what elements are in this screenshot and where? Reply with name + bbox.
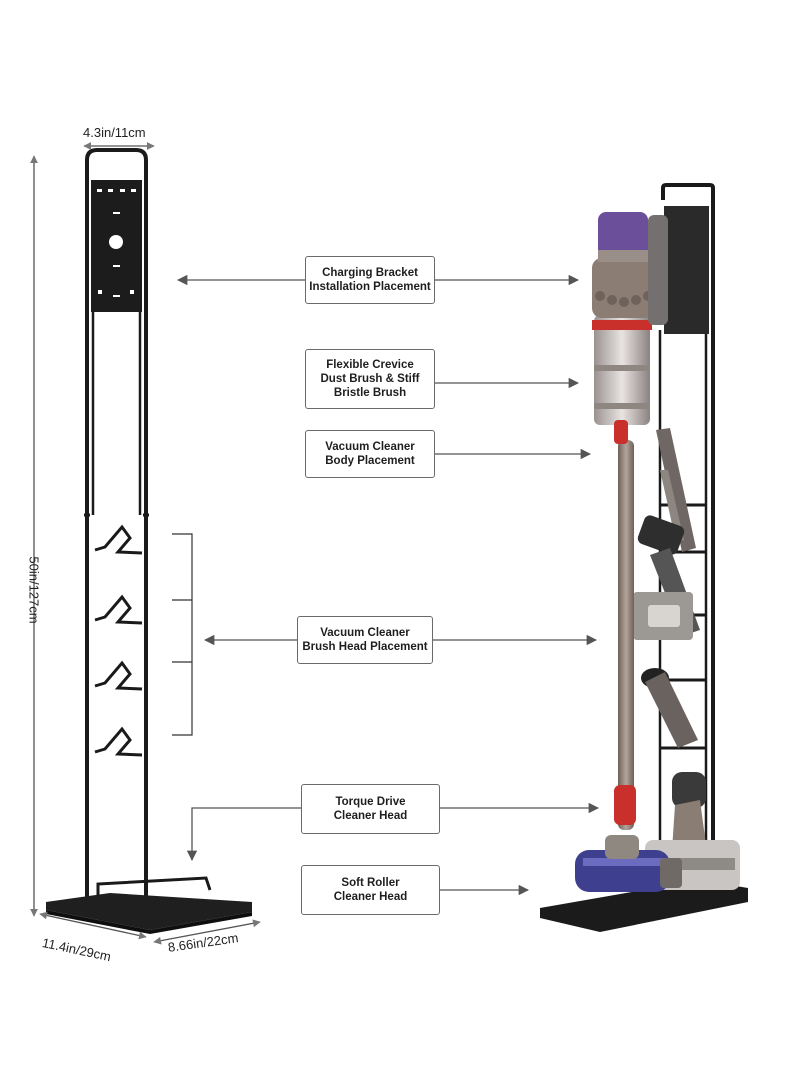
crevice-brush-label: Flexible Crevice Dust Brush & Stiff Bris… xyxy=(305,349,435,409)
loaded-stand xyxy=(540,183,748,932)
soft-roller-line2: Cleaner Head xyxy=(333,891,408,903)
charging-line1: Charging Bracket xyxy=(322,267,418,279)
dimension-lines xyxy=(30,142,261,945)
brush-hooks xyxy=(94,524,143,757)
body-line2: Body Placement xyxy=(325,455,415,467)
brush-head-line2: Brush Head Placement xyxy=(302,641,428,653)
brush-head-label: Vacuum Cleaner Brush Head Placement xyxy=(297,616,433,664)
brush-head-line1: Vacuum Cleaner xyxy=(320,627,410,639)
top-width-label: 4.3in/11cm xyxy=(83,125,146,140)
stair-tool xyxy=(633,592,693,640)
vacuum-cleaner xyxy=(575,212,682,892)
soft-roller-line1: Soft Roller xyxy=(341,877,400,889)
crevice-tool xyxy=(656,428,696,552)
callout-arrows xyxy=(176,274,600,896)
crevice-line3: Bristle Brush xyxy=(333,387,407,399)
stand-base xyxy=(46,876,252,934)
soft-roller-label: Soft Roller Cleaner Head xyxy=(301,865,440,915)
charging-bracket-label: Charging Bracket Installation Placement xyxy=(305,256,435,304)
bare-stand xyxy=(46,148,252,934)
charging-line2: Installation Placement xyxy=(309,281,431,293)
height-label: 50in/127cm xyxy=(26,556,42,624)
hooks-bracket xyxy=(172,533,193,736)
torque-drive-label: Torque Drive Cleaner Head xyxy=(301,784,440,834)
torque-line2: Cleaner Head xyxy=(333,810,408,822)
crevice-line2: Dust Brush & Stiff xyxy=(320,373,420,385)
body-line1: Vacuum Cleaner xyxy=(325,441,415,453)
stiff-brush xyxy=(641,668,698,748)
torque-line1: Torque Drive xyxy=(335,796,406,808)
crevice-line1: Flexible Crevice xyxy=(326,359,414,371)
body-placement-label: Vacuum Cleaner Body Placement xyxy=(305,430,435,478)
